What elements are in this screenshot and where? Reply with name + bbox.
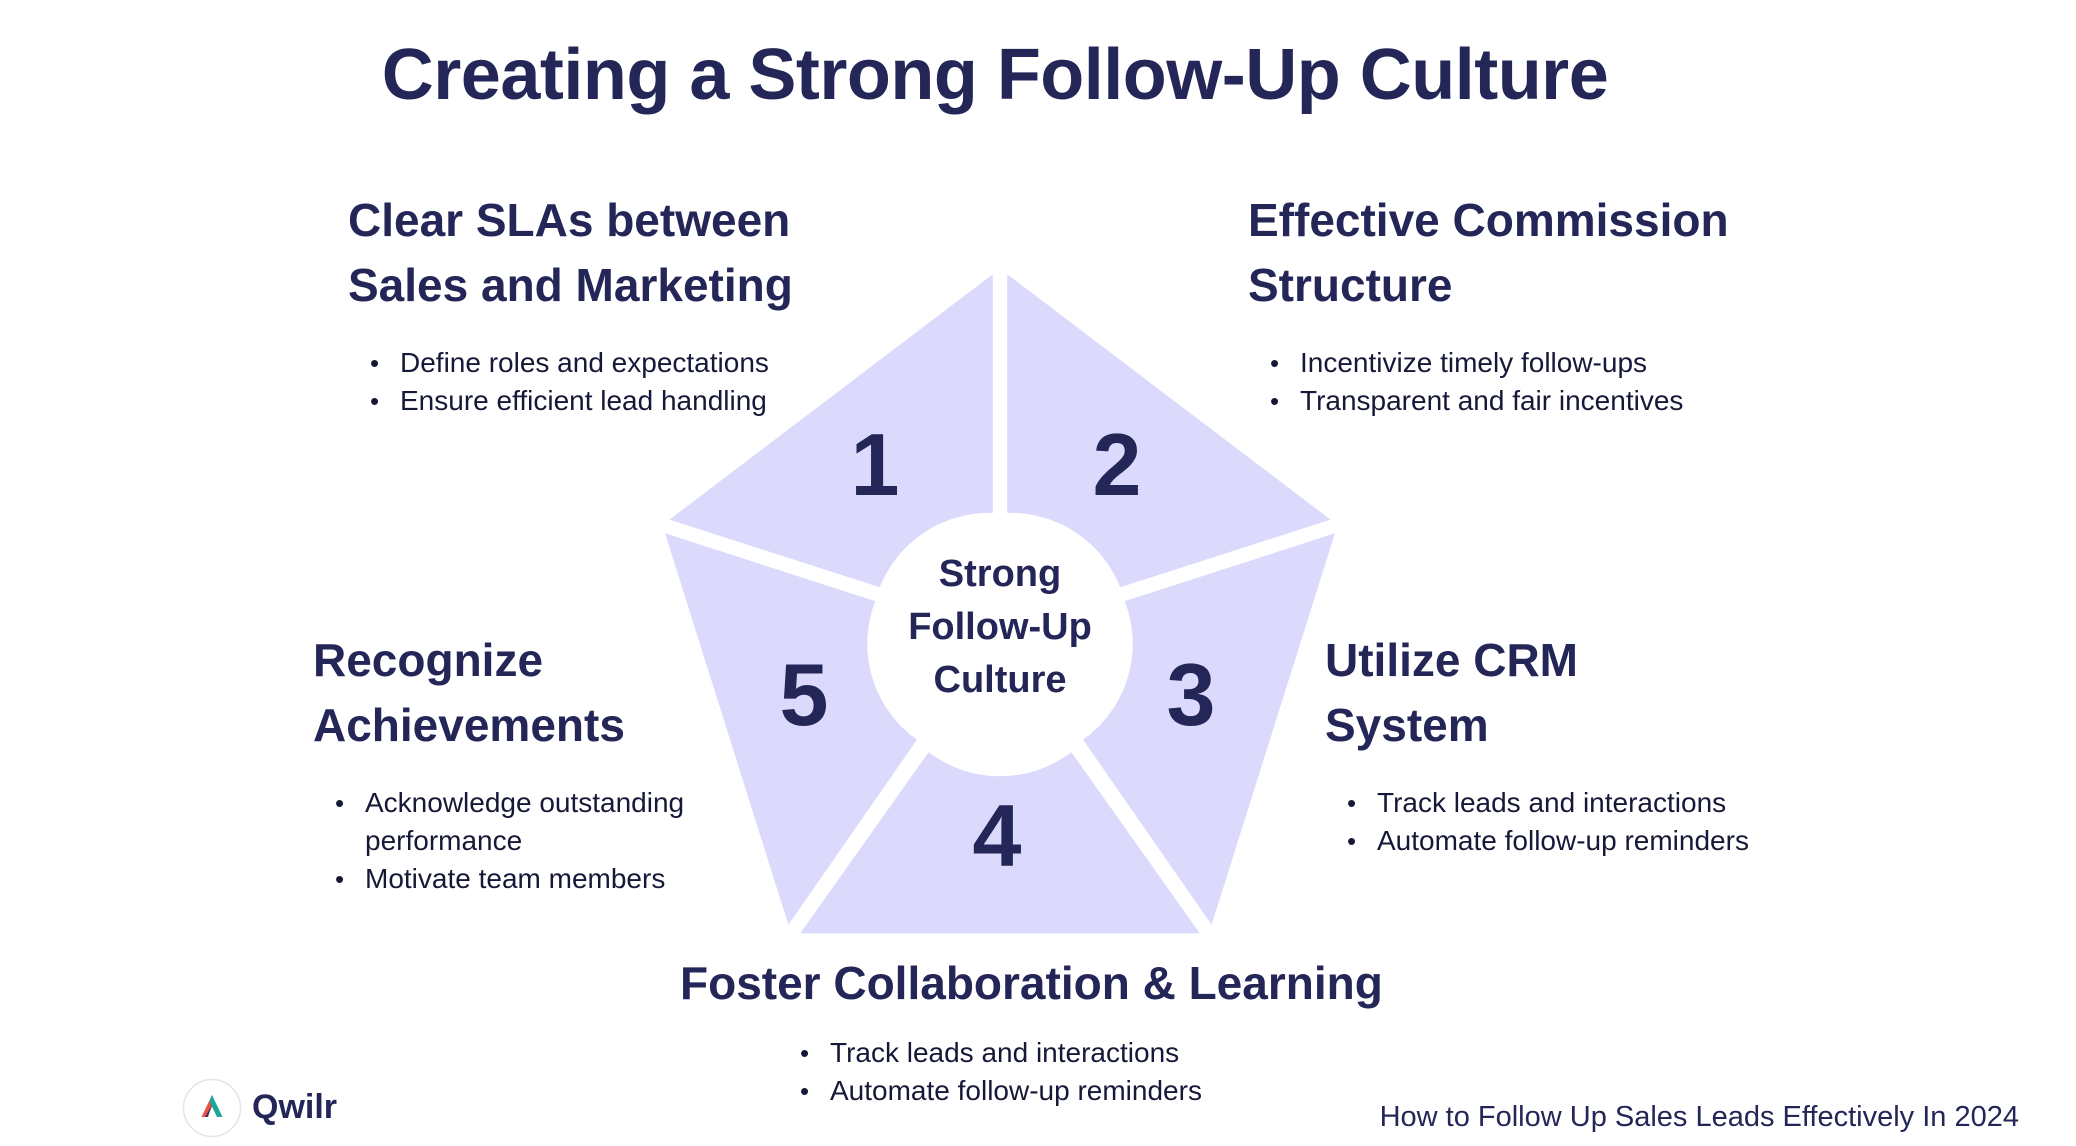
segment-4-wedge [800,752,1200,934]
heading-line: Effective Commission [1248,194,1729,246]
bullet-text: Motivate team members [365,863,666,894]
bullet-text: Transparent and fair incentives [1300,385,1684,416]
center-label: Strong Follow-Up Culture [880,548,1120,707]
segment-3-text: Utilize CRM System Track leads and inter… [1325,628,1749,860]
bullet-item: Motivate team members [335,860,684,898]
brand-name: Qwilr [252,1088,338,1126]
segment-1-heading: Clear SLAs between Sales and Marketing [348,188,793,318]
heading-line: Foster Collaboration & Learning [680,957,1383,1009]
bullet-text: performance [365,825,523,856]
segment-3-number: 3 [1166,645,1216,744]
segment-5-wedge [665,533,917,925]
segment-5-text: Recognize Achievements Acknowledge outst… [313,628,684,898]
bullet-text: Track leads and interactions [830,1037,1180,1068]
heading-line: System [1325,699,1489,751]
bullet-text: Incentivize timely follow-ups [1300,347,1648,378]
bullet-item: Transparent and fair incentives [1270,382,1729,420]
segment-4-text: Foster Collaboration & Learning Track le… [680,951,1383,1110]
heading-line: Structure [1248,259,1453,311]
bullet-item: Track leads and interactions [1347,784,1749,822]
heading-line: Utilize CRM [1325,634,1578,686]
bullet-item: Automate follow-up reminders [1347,822,1749,860]
bullet-item: Ensure efficient lead handling [370,382,793,420]
segment-2-bullets: Incentivize timely follow-ups Transparen… [1248,344,1729,420]
segment-2-heading: Effective Commission Structure [1248,188,1729,318]
bullet-item: Define roles and expectations [370,344,793,382]
bullet-item: Incentivize timely follow-ups [1270,344,1729,382]
center-label-line: Culture [933,659,1067,701]
heading-line: Achievements [313,699,625,751]
segment-4-number: 4 [972,786,1022,885]
heading-line: Recognize [313,634,544,686]
segment-5-number: 5 [779,645,829,744]
segment-1-bullets: Define roles and expectations Ensure eff… [348,344,793,420]
bullet-text: Track leads and interactions [1377,787,1727,818]
segment-4-bullets: Track leads and interactions Automate fo… [680,1034,1383,1110]
qwilr-logo-icon [182,1078,242,1138]
segment-2-text: Effective Commission Structure Incentivi… [1248,188,1729,420]
segment-5-heading: Recognize Achievements [313,628,684,758]
bullet-text: Automate follow-up reminders [1377,825,1749,856]
segment-1-wedge [669,274,993,588]
bullet-text: Acknowledge outstanding [365,787,685,818]
segment-3-heading: Utilize CRM System [1325,628,1749,758]
heading-line: Clear SLAs between [348,194,791,246]
footer-caption: How to Follow Up Sales Leads Effectively… [1379,1101,2019,1133]
segment-5-bullets: Acknowledge outstanding performance Moti… [313,784,684,898]
segment-1-text: Clear SLAs between Sales and Marketing D… [348,188,793,420]
center-label-line: Follow-Up [908,606,1092,648]
segment-3-bullets: Track leads and interactions Automate fo… [1325,784,1749,860]
pentagon-segments [665,274,1335,934]
bullet-item: Automate follow-up reminders [800,1072,1383,1110]
bullet-text: Ensure efficient lead handling [400,385,767,416]
page-title: Creating a Strong Follow-Up Culture [381,35,1609,115]
bullet-text: Automate follow-up reminders [830,1075,1202,1106]
segment-2-wedge [1007,274,1331,588]
segment-4-heading: Foster Collaboration & Learning [680,951,1383,1016]
center-label-line: Strong [938,553,1062,595]
bullet-text: Define roles and expectations [400,347,769,378]
segment-1-number: 1 [850,415,900,514]
bullet-item: Track leads and interactions [800,1034,1383,1072]
bullet-item: Acknowledge outstanding performance [335,784,685,860]
heading-line: Sales and Marketing [348,259,793,311]
segment-2-number: 2 [1092,415,1142,514]
segment-3-wedge [1083,533,1335,925]
